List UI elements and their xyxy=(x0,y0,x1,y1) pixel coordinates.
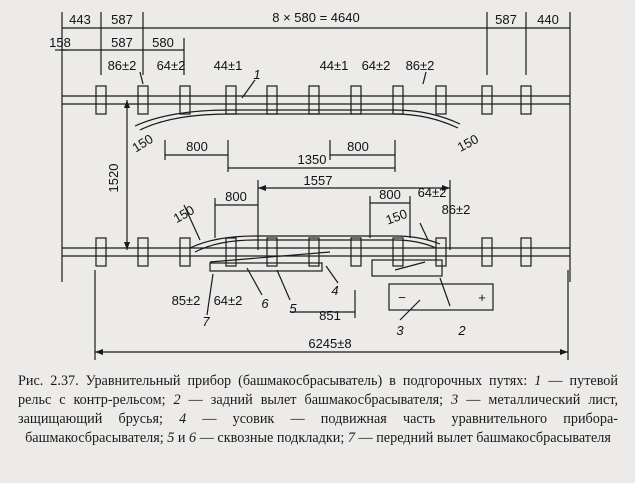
dim-440: 440 xyxy=(537,12,559,27)
b-85: 85±2 xyxy=(172,293,201,308)
caption-num-2: 2 xyxy=(173,392,181,408)
dim-150-bottom-right: 150 xyxy=(384,206,410,228)
dim-800-bottom-2: 800 xyxy=(379,187,401,202)
caption-num-5: 5 xyxy=(167,430,175,446)
dim-587-top-right: 587 xyxy=(495,12,517,27)
label-2: 2 xyxy=(457,323,466,338)
track-drawing: 443 587 8 × 580 = 4640 587 440 158 587 5… xyxy=(49,10,571,360)
dim-580: 580 xyxy=(152,35,174,50)
caption-lead: Рис. 2.37. Уравнительный прибор (башмако… xyxy=(18,373,528,389)
figure-caption: Рис. 2.37. Уравнительный прибор (башмако… xyxy=(18,372,618,448)
caption-text-1: — путевой рельс с контр-рельсом; xyxy=(18,373,618,408)
caption-text-4: — усовик — подвижная часть уравнительног… xyxy=(25,411,618,446)
dim-total: 6245±8 xyxy=(308,336,351,351)
dim-800-top-2: 800 xyxy=(347,139,369,154)
dim-158: 158 xyxy=(49,35,71,50)
dim-443: 443 xyxy=(69,12,91,27)
caption-text-5: и xyxy=(174,430,190,446)
dim-800-top-1: 800 xyxy=(186,139,208,154)
dim-800-bottom-1: 800 xyxy=(225,189,247,204)
caption-num-1: 1 xyxy=(534,373,542,389)
caption-num-3: 3 xyxy=(451,392,459,408)
dim-1350: 1350 xyxy=(298,152,327,167)
dim-587-top-left: 587 xyxy=(111,12,133,27)
label-4: 4 xyxy=(331,283,338,298)
dim-851: 851 xyxy=(319,308,341,323)
minus-sign: − xyxy=(398,290,406,305)
b-86-top-right: 86±2 xyxy=(442,202,471,217)
label-1: 1 xyxy=(253,67,260,82)
caption-num-6: 6 xyxy=(189,430,197,446)
caption-text-6: — сквозные подкладки; xyxy=(196,430,348,446)
dim-587-second: 587 xyxy=(111,35,133,50)
tie-44-a: 44±1 xyxy=(214,58,243,73)
caption-text-2: — задний вылет башмакосбрасывателя; xyxy=(180,392,444,408)
dim-top-span: 8 × 580 = 4640 xyxy=(272,10,359,25)
b-64-top-right: 64±2 xyxy=(418,185,447,200)
tie-86-left: 86±2 xyxy=(108,58,137,73)
tie-86-right: 86±2 xyxy=(406,58,435,73)
dim-150-bottom-left: 150 xyxy=(171,202,197,226)
dim-1557: 1557 xyxy=(304,173,333,188)
caption-num-4: 4 xyxy=(179,411,187,427)
label-5: 5 xyxy=(289,301,297,316)
tie-64-left: 64±2 xyxy=(157,58,186,73)
caption-text-3: — металлический лист, защищающий брусья; xyxy=(18,392,619,427)
caption-text-7: — передний вылет башмакосбрасывателя xyxy=(354,430,611,446)
caption-num-7: 7 xyxy=(347,430,355,446)
label-6: 6 xyxy=(261,296,269,311)
dim-1520: 1520 xyxy=(106,164,121,193)
tie-44-b: 44±1 xyxy=(320,58,349,73)
label-7: 7 xyxy=(202,314,210,329)
b-64-bottom-left: 64±2 xyxy=(214,293,243,308)
dim-150-top-right: 150 xyxy=(455,131,481,154)
label-3: 3 xyxy=(396,323,404,338)
plus-sign: + xyxy=(478,290,486,305)
dim-150-top-left: 150 xyxy=(129,131,155,155)
tie-64-right: 64±2 xyxy=(362,58,391,73)
